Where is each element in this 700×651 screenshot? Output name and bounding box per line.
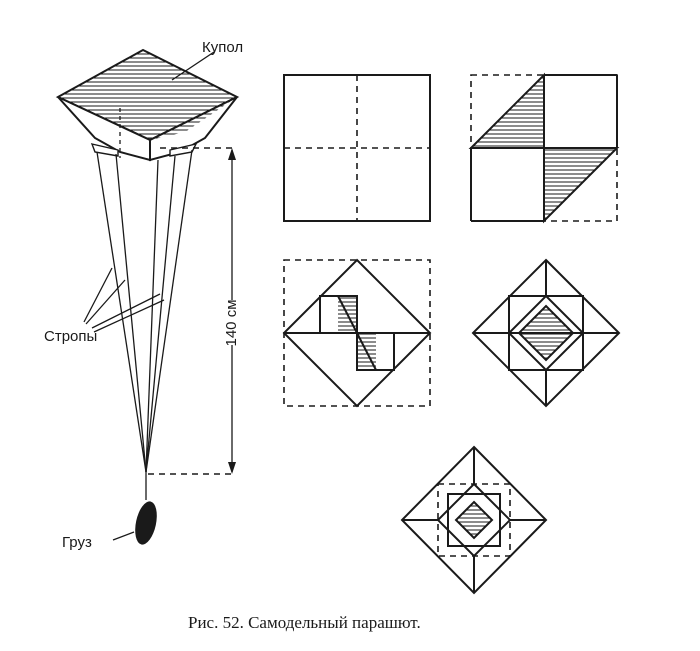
fold-step-4 [471, 258, 621, 408]
shroud-lines [96, 149, 193, 473]
canopy-right-shade [150, 97, 237, 140]
load-weight [135, 501, 157, 545]
fold-step-5 [400, 445, 548, 595]
height-label: 140 см [223, 299, 240, 346]
parachute [55, 48, 240, 545]
figure-caption: Рис. 52. Самодельный парашют. [188, 613, 421, 632]
fold-step-2 [468, 72, 620, 224]
canopy-tab-left [90, 143, 119, 157]
fold-step-3 [282, 258, 432, 408]
load-label: Груз [62, 534, 92, 551]
canopy-right-skirt [149, 96, 238, 162]
lines-label: Стропы [44, 328, 97, 345]
canopy-left-skirt [57, 96, 151, 162]
fold-step-1 [283, 74, 431, 222]
canopy-label: Купол [202, 39, 243, 56]
